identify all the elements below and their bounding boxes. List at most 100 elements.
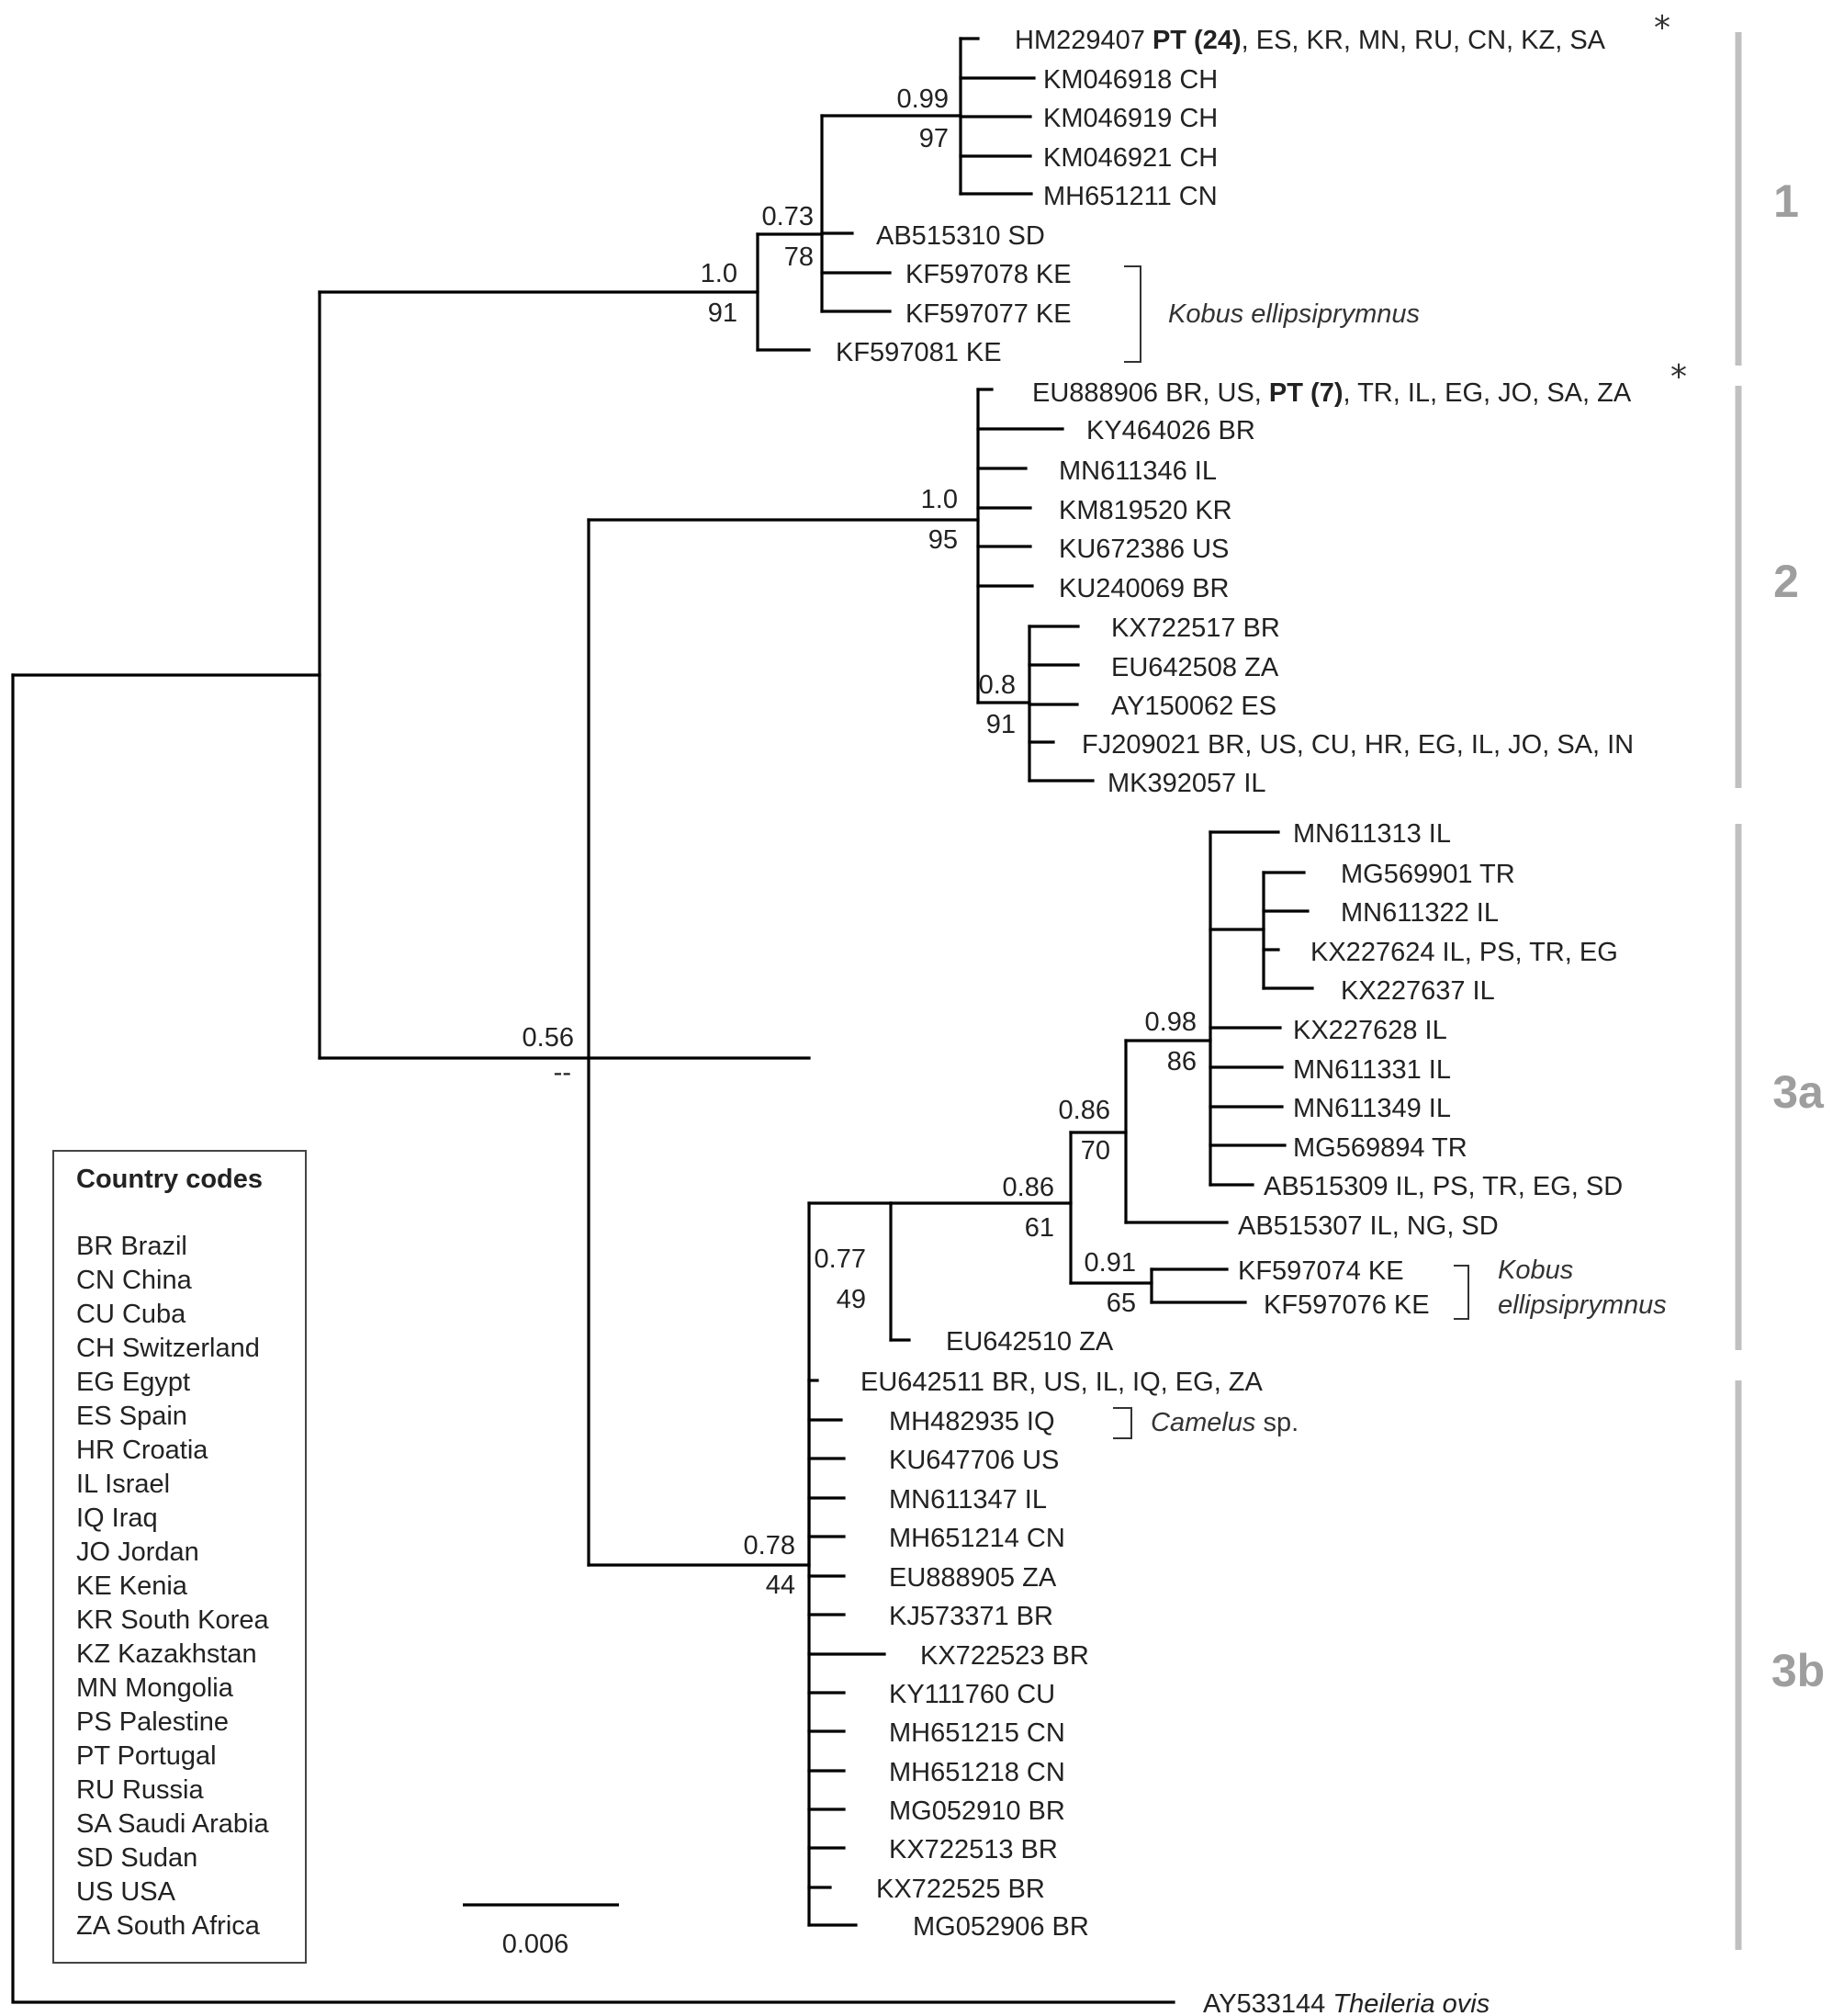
posterior-probability: 0.78 bbox=[744, 1531, 795, 1560]
posterior-probability: 1.0 bbox=[921, 485, 958, 514]
group-label-3b: 3b bbox=[1771, 1645, 1825, 1696]
tip-label: KJ573371 BR bbox=[889, 1602, 1053, 1631]
legend-item: ES Spain bbox=[76, 1402, 187, 1431]
legend-item: CN China bbox=[76, 1266, 193, 1295]
tip-label: EU888906 BR, US, PT (7), TR, IL, EG, JO,… bbox=[1032, 378, 1632, 408]
tip-label: KY111760 CU bbox=[889, 1680, 1055, 1709]
legend-item: IL Israel bbox=[76, 1470, 170, 1499]
tip-label: HM229407 PT (24), ES, KR, MN, RU, CN, KZ… bbox=[1015, 26, 1606, 55]
posterior-probability: 0.86 bbox=[1059, 1096, 1110, 1125]
group-label-3a: 3a bbox=[1772, 1066, 1825, 1118]
legend-item: RU Russia bbox=[76, 1775, 204, 1805]
tip-label: MG052906 BR bbox=[913, 1912, 1089, 1942]
legend-item: PS Palestine bbox=[76, 1707, 229, 1737]
posterior-probability: 0.8 bbox=[979, 670, 1016, 700]
legend-item: SA Saudi Arabia bbox=[76, 1809, 269, 1839]
tip-label: MN611331 IL bbox=[1293, 1055, 1451, 1085]
host-bracket bbox=[1124, 265, 1141, 363]
tip-labels: HM229407 PT (24), ES, KR, MN, RU, CN, KZ… bbox=[836, 26, 1634, 2016]
tip-label: MK392057 IL bbox=[1108, 769, 1266, 798]
outgroup-label: AY533144 Theileria ovis bbox=[1203, 1989, 1490, 2016]
tip-label: KX722523 BR bbox=[920, 1641, 1089, 1671]
tip-label: EU642511 BR, US, IL, IQ, EG, ZA bbox=[860, 1368, 1264, 1397]
tree-branches bbox=[11, 37, 1314, 2004]
country-codes-legend: Country codes BR Brazil CN China CU Cuba… bbox=[52, 1150, 307, 1964]
posterior-probability: 0.56 bbox=[523, 1023, 574, 1053]
legend-item: US USA bbox=[76, 1877, 176, 1907]
legend-item: KZ Kazakhstan bbox=[76, 1639, 257, 1669]
legend-item: CH Switzerland bbox=[76, 1334, 260, 1363]
posterior-probability: 0.86 bbox=[1003, 1173, 1054, 1202]
tip-label: EU642510 ZA bbox=[946, 1327, 1114, 1357]
tip-label: KF597076 KE bbox=[1264, 1290, 1430, 1320]
posterior-probability: 0.98 bbox=[1145, 1008, 1197, 1037]
group-label-1: 1 bbox=[1773, 175, 1799, 227]
tip-label: MN611313 IL bbox=[1293, 819, 1451, 849]
tip-label: KX722513 BR bbox=[889, 1835, 1058, 1864]
tip-label: KF597074 KE bbox=[1238, 1256, 1404, 1286]
scale-bar: 0.006 bbox=[463, 1903, 619, 1959]
tip-label: MN611322 IL bbox=[1341, 898, 1499, 928]
bootstrap-value: 49 bbox=[837, 1285, 866, 1314]
bootstrap-value: 44 bbox=[766, 1571, 795, 1600]
legend-item: BR Brazil bbox=[76, 1232, 187, 1261]
tip-label: KU672386 US bbox=[1059, 535, 1229, 564]
tip-label: MG569901 TR bbox=[1341, 860, 1515, 889]
bootstrap-value: -- bbox=[554, 1058, 571, 1087]
host-annotations: Kobus ellipsiprymnus Kobus ellipsiprymnu… bbox=[1113, 265, 1667, 1439]
tip-label: KU240069 BR bbox=[1059, 574, 1229, 603]
tip-label: MN611346 IL bbox=[1059, 456, 1217, 486]
legend-item: EG Egypt bbox=[76, 1368, 190, 1397]
bootstrap-value: 91 bbox=[708, 298, 737, 328]
asterisk-marker: * bbox=[1670, 358, 1687, 396]
tip-label: KX722525 BR bbox=[876, 1875, 1045, 1904]
tip-label: KF597081 KE bbox=[836, 338, 1002, 367]
bootstrap-value: 70 bbox=[1081, 1136, 1110, 1166]
tip-label: MN611349 IL bbox=[1293, 1094, 1451, 1123]
tip-label: MH651214 CN bbox=[889, 1524, 1065, 1553]
host-label: ellipsiprymnus bbox=[1498, 1290, 1667, 1320]
bootstrap-value: 61 bbox=[1025, 1213, 1054, 1243]
tip-label: EU888905 ZA bbox=[889, 1563, 1057, 1593]
tip-label: AB515310 SD bbox=[876, 221, 1045, 251]
tip-label: AY150062 ES bbox=[1111, 692, 1276, 721]
bootstrap-value: 95 bbox=[928, 525, 958, 555]
bootstrap-value: 97 bbox=[919, 124, 949, 153]
legend-item: HR Croatia bbox=[76, 1436, 208, 1465]
tip-label: KX227628 IL bbox=[1293, 1016, 1447, 1045]
tip-label: MH651218 CN bbox=[889, 1758, 1065, 1787]
tip-label: KM046918 CH bbox=[1043, 65, 1218, 95]
tip-label: KM819520 KR bbox=[1059, 496, 1232, 525]
group-bars: 1 2 3a 3b bbox=[1735, 32, 1825, 1950]
tip-label: KY464026 BR bbox=[1086, 416, 1255, 445]
legend-item: JO Jordan bbox=[76, 1537, 199, 1567]
tip-label: KM046921 CH bbox=[1043, 143, 1218, 173]
bootstrap-value: 91 bbox=[986, 710, 1016, 739]
scale-value: 0.006 bbox=[502, 1930, 569, 1959]
bootstrap-value: 86 bbox=[1167, 1047, 1197, 1076]
support-values: 1.0 91 0.73 78 0.99 97 1.0 95 0.8 91 0.5… bbox=[523, 84, 1197, 1600]
tip-label: MH482935 IQ bbox=[889, 1407, 1055, 1436]
posterior-probability: 0.99 bbox=[897, 84, 949, 114]
tip-label: KX227637 IL bbox=[1341, 976, 1495, 1006]
tip-label: AB515309 IL, PS, TR, EG, SD bbox=[1264, 1172, 1623, 1201]
legend-item: IQ Iraq bbox=[76, 1504, 158, 1533]
tip-label: KU647706 US bbox=[889, 1446, 1059, 1475]
posterior-probability: 0.77 bbox=[815, 1245, 866, 1274]
tip-label: KF597078 KE bbox=[905, 260, 1072, 289]
tip-label: KX722517 BR bbox=[1111, 614, 1280, 643]
tip-label: MN611347 IL bbox=[889, 1485, 1047, 1515]
host-bracket bbox=[1113, 1407, 1132, 1439]
posterior-probability: 0.91 bbox=[1085, 1248, 1136, 1278]
legend-item: KR South Korea bbox=[76, 1605, 269, 1635]
host-label: Kobus ellipsiprymnus bbox=[1168, 299, 1420, 329]
host-label: Camelus sp. bbox=[1151, 1408, 1299, 1437]
legend-item: CU Cuba bbox=[76, 1300, 186, 1329]
posterior-probability: 0.73 bbox=[762, 202, 814, 231]
bootstrap-value: 65 bbox=[1107, 1289, 1136, 1318]
legend-item: MN Mongolia bbox=[76, 1673, 234, 1703]
tip-label: KX227624 IL, PS, TR, EG bbox=[1310, 938, 1618, 967]
tip-label: FJ209021 BR, US, CU, HR, EG, IL, JO, SA,… bbox=[1082, 730, 1634, 760]
tip-label: AB515307 IL, NG, SD bbox=[1238, 1211, 1499, 1241]
